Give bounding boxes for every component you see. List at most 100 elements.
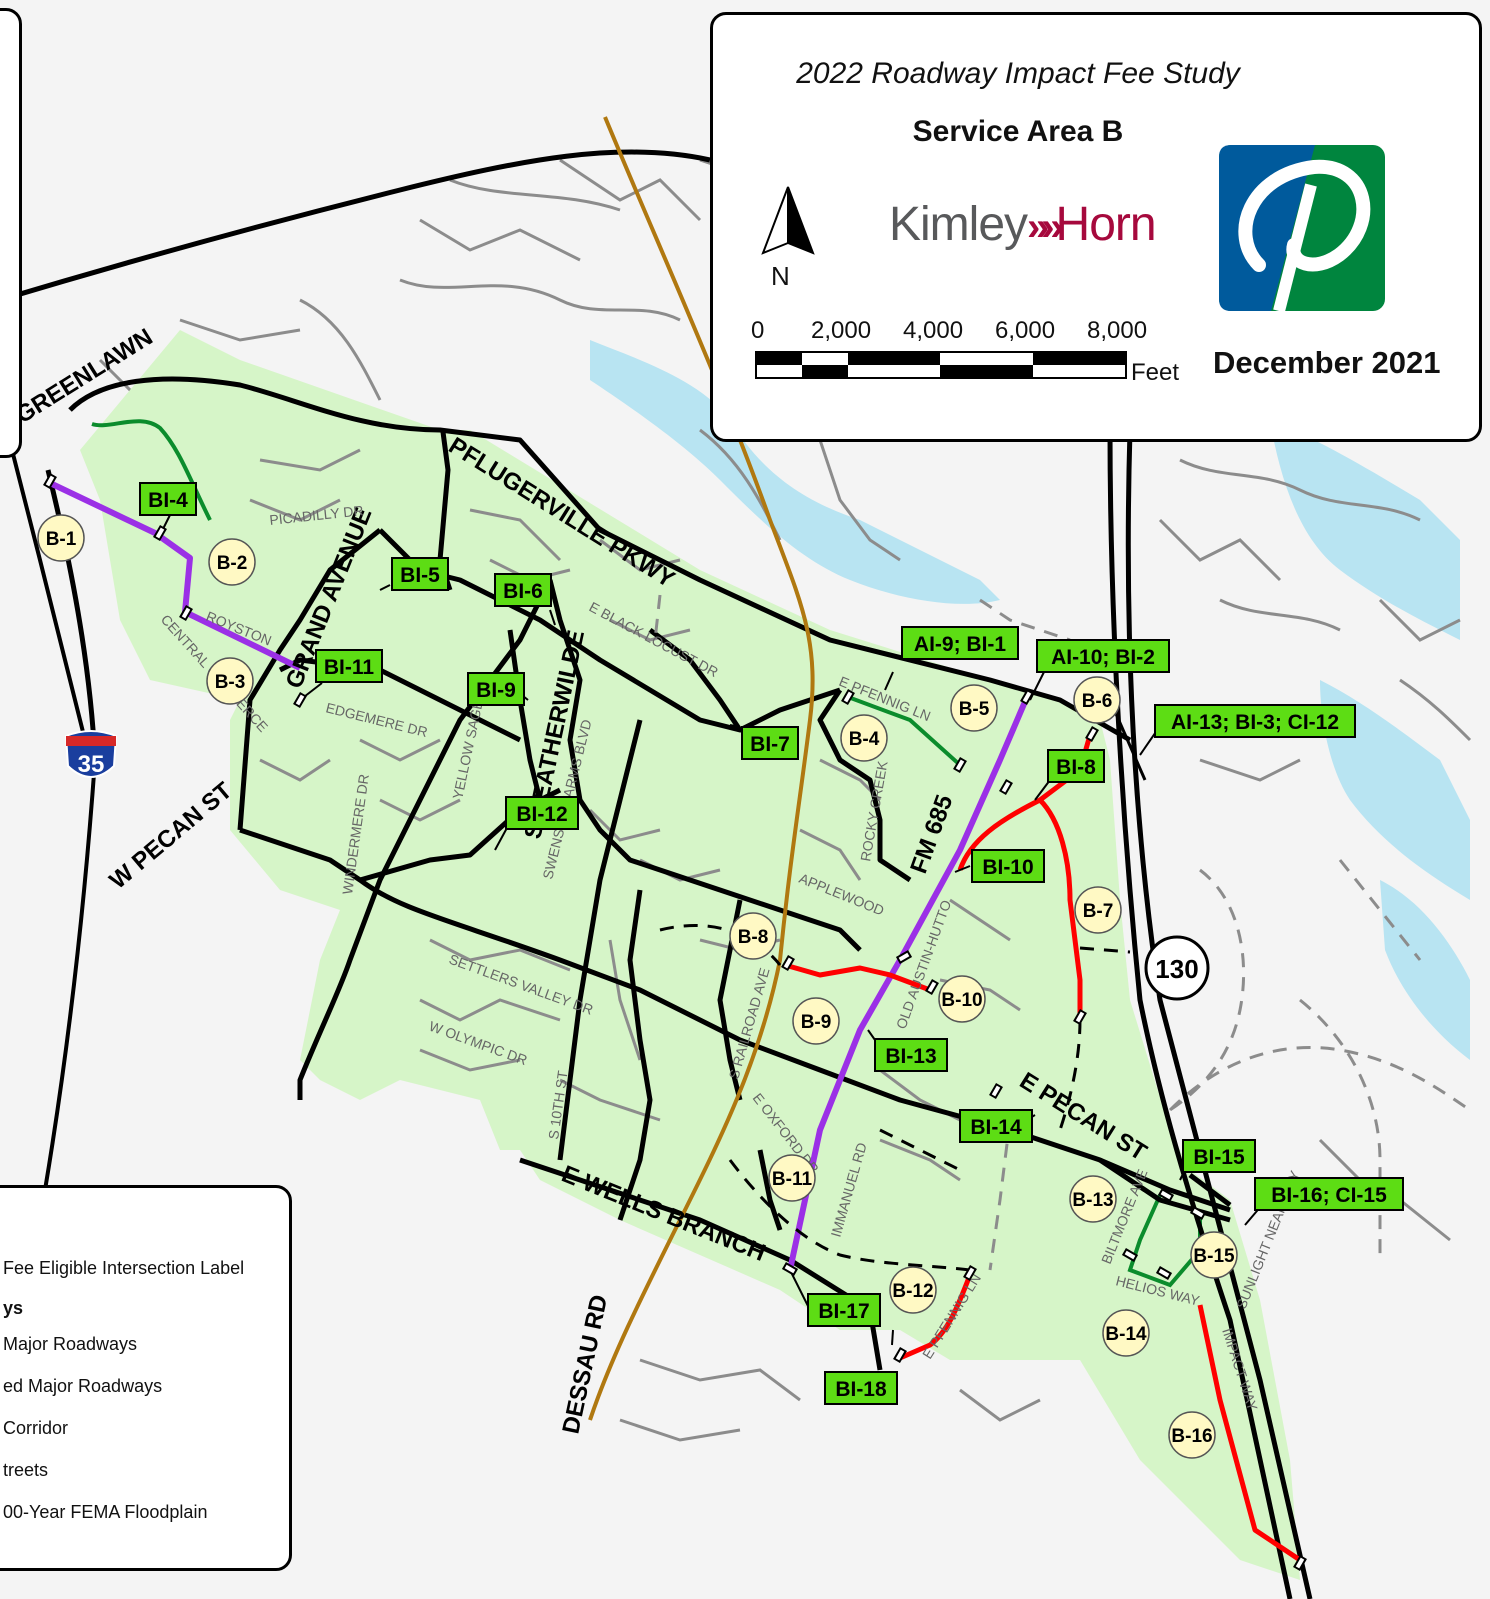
scale-label-2000: 2,000 (811, 317, 872, 344)
intersection-label-box[interactable]: BI-6 (494, 573, 552, 607)
project-label-text: B-12 (892, 1281, 933, 1302)
intersection-label-text: BI-16; CI-15 (1271, 1184, 1387, 1207)
legend-item-proposed-major: ed Major Roadways (3, 1376, 163, 1396)
intersection-label-box[interactable]: BI-18 (824, 1371, 898, 1405)
intersection-label-text: BI-10 (982, 856, 1033, 879)
scale-unit: Feet (1131, 359, 1180, 386)
legend-item-existing-major: Major Roadways (3, 1334, 138, 1354)
project-label-text: B-11 (772, 1169, 813, 1190)
project-circle[interactable]: B-4 (840, 714, 888, 762)
scale-bar (755, 351, 1127, 379)
study-title: 2022 Roadway Impact Fee Study (796, 57, 1240, 90)
legend-item-intersection-label: Fee Eligible Intersection Label (3, 1258, 245, 1278)
intersection-label-box[interactable]: BI-12 (505, 796, 579, 830)
logo-name-1: Kimley (889, 198, 1028, 251)
title-block: 2022 Roadway Impact Fee Study Service Ar… (710, 12, 1482, 442)
intersection-label-box[interactable]: BI-17 (807, 1293, 881, 1327)
intersection-label-box[interactable]: BI-11 (315, 649, 383, 683)
project-label-text: B-16 (1171, 1426, 1212, 1447)
project-label-text: B-8 (738, 927, 769, 948)
legend-item-streets: treets (3, 1460, 49, 1480)
intersection-label-text: BI-9 (476, 679, 516, 702)
intersection-label-box[interactable]: BI-10 (971, 849, 1045, 883)
intersection-label-box[interactable]: AI-10; BI-2 (1036, 639, 1170, 673)
scale-label-0: 0 (751, 317, 765, 344)
project-circle[interactable]: B-14 (1102, 1309, 1150, 1357)
project-label-text: B-7 (1083, 901, 1114, 922)
intersection-label-text: BI-17 (818, 1300, 869, 1323)
intersection-label-box[interactable]: BI-7 (741, 726, 799, 760)
project-labels: B-1 B-2 B-3 B-4 B-5 B-6 B-7 B-8 B-9 B-10… (37, 514, 1238, 1459)
intersection-label-text: BI-15 (1193, 1146, 1245, 1169)
proposed-major-roadways (784, 734, 1302, 1563)
intersection-label-text: BI-6 (503, 580, 543, 603)
project-circle[interactable]: B-3 (206, 657, 254, 705)
interstate-shield-number: 35 (78, 751, 105, 778)
intersection-label-text: AI-13; BI-3; CI-12 (1171, 711, 1339, 734)
legend-item-floodplain: 00-Year FEMA Floodplain (3, 1502, 208, 1522)
intersection-label-box[interactable]: BI-8 (1047, 749, 1105, 783)
intersection-label-text: BI-5 (400, 564, 440, 587)
project-circle[interactable]: B-15 (1190, 1231, 1238, 1279)
service-area-title: Service Area B (912, 115, 1124, 148)
project-circle[interactable]: B-7 (1074, 886, 1122, 934)
project-circle[interactable]: B-13 (1069, 1175, 1117, 1223)
intersection-label-text: AI-9; BI-1 (914, 633, 1006, 656)
project-label-text: B-9 (801, 1012, 832, 1033)
intersection-label-text: BI-11 (324, 656, 375, 679)
segment-end-ticks (43, 472, 1307, 1572)
project-label-text: B-14 (1105, 1324, 1147, 1345)
project-label-text: B-5 (959, 699, 990, 720)
service-area-polygon (80, 330, 1300, 1580)
state-highway-shield-icon: 130 (1144, 935, 1210, 1001)
project-circle[interactable]: B-9 (792, 997, 840, 1045)
project-label-text: B-1 (46, 529, 77, 550)
intersection-label-text: AI-10; BI-2 (1051, 646, 1155, 669)
intersection-label-box[interactable]: BI-14 (959, 1109, 1033, 1143)
project-label-text: B-2 (217, 553, 248, 574)
north-label: N (771, 261, 790, 291)
project-circle[interactable]: B-2 (208, 538, 256, 586)
north-arrow-icon (761, 186, 815, 255)
legend-panel: Fee Eligible Intersection Label ys Major… (0, 1185, 292, 1571)
intersection-label-text: BI-12 (516, 803, 567, 826)
project-circle[interactable]: B-12 (889, 1266, 937, 1314)
logo-arrows: » (1027, 205, 1049, 249)
intersection-label-box[interactable]: BI-5 (391, 557, 449, 591)
intersection-label-text: BI-8 (1056, 756, 1096, 779)
project-circle[interactable]: B-10 (938, 975, 986, 1023)
project-circle[interactable]: B-16 (1168, 1411, 1216, 1459)
intersection-label-box[interactable]: AI-9; BI-1 (901, 626, 1019, 660)
project-label-text: B-6 (1082, 691, 1113, 712)
kimley-horn-logo: Kimley»»Horn (889, 197, 1157, 252)
legend-item-corridor: Corridor (3, 1418, 69, 1438)
project-label-text: B-4 (849, 729, 880, 750)
project-circle[interactable]: B-5 (950, 684, 998, 732)
intersection-label-box[interactable]: BI-4 (139, 482, 197, 516)
left-info-panel (0, 8, 22, 458)
state-highway-shield-number: 130 (1155, 954, 1198, 984)
intersection-label-box[interactable]: BI-13 (874, 1038, 948, 1072)
project-label-text: B-3 (215, 672, 246, 693)
intersection-label-box[interactable]: BI-16; CI-15 (1254, 1177, 1404, 1211)
scale-label-4000: 4,000 (903, 317, 964, 344)
intersection-label-text: BI-18 (835, 1378, 887, 1401)
project-circle[interactable]: B-8 (729, 912, 777, 960)
logo-name-2: Horn (1055, 198, 1157, 251)
future-gray-dashed-roads (653, 594, 1471, 1271)
project-label-text: B-15 (1193, 1246, 1235, 1267)
intersection-label-box[interactable]: BI-9 (467, 672, 525, 706)
project-circle[interactable]: B-1 (37, 514, 85, 562)
scale-label-8000: 8,000 (1087, 317, 1148, 344)
city-logo-icon (1219, 145, 1385, 311)
map-date: December 2021 (1213, 345, 1441, 380)
logo-arrows-2: » (1041, 205, 1063, 249)
scale-label-6000: 6,000 (995, 317, 1056, 344)
intersection-label-box[interactable]: BI-15 (1182, 1139, 1256, 1173)
intersection-label-text: BI-4 (148, 489, 188, 512)
project-circle[interactable]: B-11 (768, 1154, 816, 1202)
project-label-text: B-13 (1072, 1190, 1113, 1211)
project-circle[interactable]: B-6 (1073, 676, 1121, 724)
project-label-text: B-10 (941, 990, 982, 1011)
intersection-label-box[interactable]: AI-13; BI-3; CI-12 (1154, 704, 1356, 738)
